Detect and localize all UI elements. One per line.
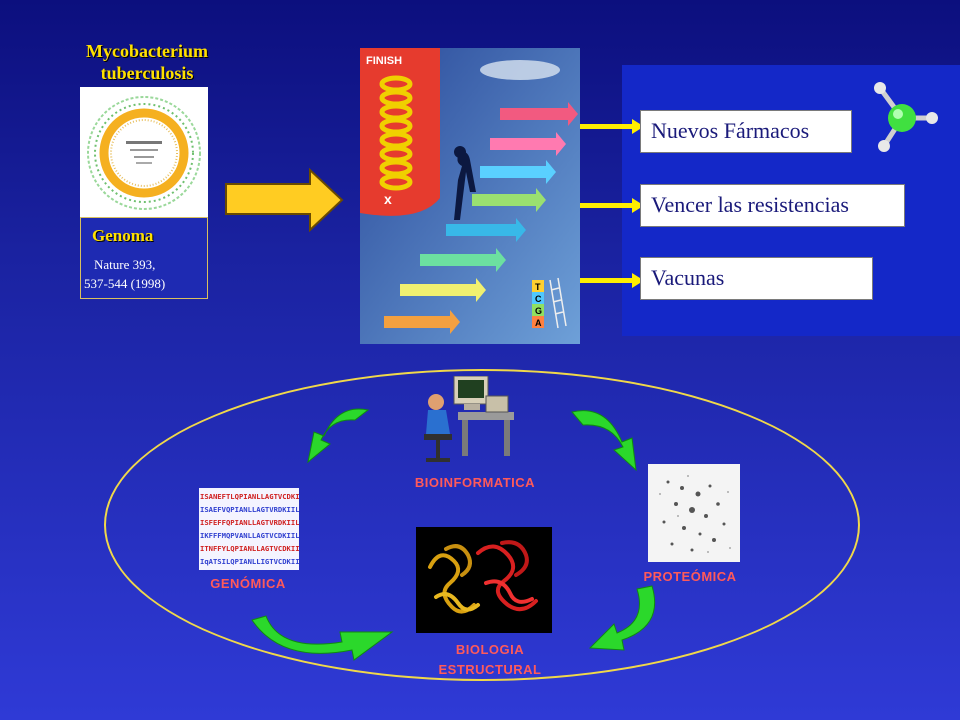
outcome-new-drugs: Nuevos Fármacos bbox=[640, 110, 852, 153]
label-structural-biology-line2: ESTRUCTURAL bbox=[438, 662, 542, 677]
label-bioinformatics: BIOINFORMATICA bbox=[414, 475, 536, 490]
arrow-genomics-to-structural-icon bbox=[251, 615, 394, 661]
label-structural-biology: BIOLOGIA ESTRUCTURAL bbox=[400, 640, 580, 680]
finish-text: FINISH bbox=[366, 55, 402, 67]
computer-user-illustration bbox=[424, 376, 514, 462]
sequence-alignment-image: ISANEFTLQPIANLLAGTVCDKIIL ISAEFVQPIANLLA… bbox=[199, 488, 299, 570]
research-cycle-oval bbox=[104, 369, 860, 681]
label-proteomics: PROTEÓMICA bbox=[643, 569, 737, 584]
genome-reference: Nature 393, 537-544 (1998) bbox=[84, 255, 208, 293]
organism-title-line2: tuberculosis bbox=[100, 63, 194, 83]
proteomics-gel-image bbox=[648, 464, 740, 562]
genome-reference-line2: 537-544 (1998) bbox=[84, 276, 166, 291]
arrow-proteomics-to-structural-icon bbox=[588, 585, 656, 651]
organism-title: Mycobacterium tuberculosis bbox=[62, 40, 232, 84]
dna-block-a: A bbox=[535, 318, 542, 328]
x-text: x bbox=[384, 191, 392, 207]
genome-label: Genoma bbox=[92, 226, 154, 245]
dna-block-t: T bbox=[535, 282, 541, 292]
genome-reference-line1: Nature 393, bbox=[94, 257, 156, 272]
organism-title-line1: Mycobacterium bbox=[86, 41, 208, 61]
arrow-bioinformatics-to-genomics-icon bbox=[307, 408, 370, 464]
sequence-row: ISFEFFQPIANLLAGTVRDKIILR bbox=[200, 518, 299, 527]
right-arrow-icon bbox=[225, 168, 344, 232]
label-genomics: GENÓMICA bbox=[210, 576, 286, 591]
sequence-row: ISANEFTLQPIANLLAGTVCDKIIL bbox=[200, 492, 299, 501]
sequence-row: ITNFFYLQPIANLLAGTVCDKIILR bbox=[200, 544, 299, 553]
genome-caption-box bbox=[80, 217, 208, 299]
genome-stairs-illustration: FINISH x T C G bbox=[360, 48, 580, 344]
outcome-overcome-resistance: Vencer las resistencias bbox=[640, 184, 905, 227]
sequence-row: ISAEFVQPIANLLAGTVRDKIILR bbox=[200, 505, 299, 514]
sequence-row: IKFFFMQPVANLLAGTVCDKIILR bbox=[200, 531, 299, 540]
protein-structure-image bbox=[416, 527, 552, 633]
dna-block-g: G bbox=[535, 306, 542, 316]
dna-block-c: C bbox=[535, 294, 542, 304]
molecule-icon bbox=[874, 82, 938, 152]
genome-map-image bbox=[80, 87, 208, 217]
arrow-bioinformatics-to-proteomics-icon bbox=[571, 410, 637, 472]
connector-arrows bbox=[580, 119, 644, 288]
outcome-vaccines: Vacunas bbox=[640, 257, 873, 300]
label-structural-biology-line1: BIOLOGIA bbox=[455, 642, 525, 657]
sequence-row: IqATSILQPIANLLIGTVCDKIIL bbox=[200, 557, 299, 566]
